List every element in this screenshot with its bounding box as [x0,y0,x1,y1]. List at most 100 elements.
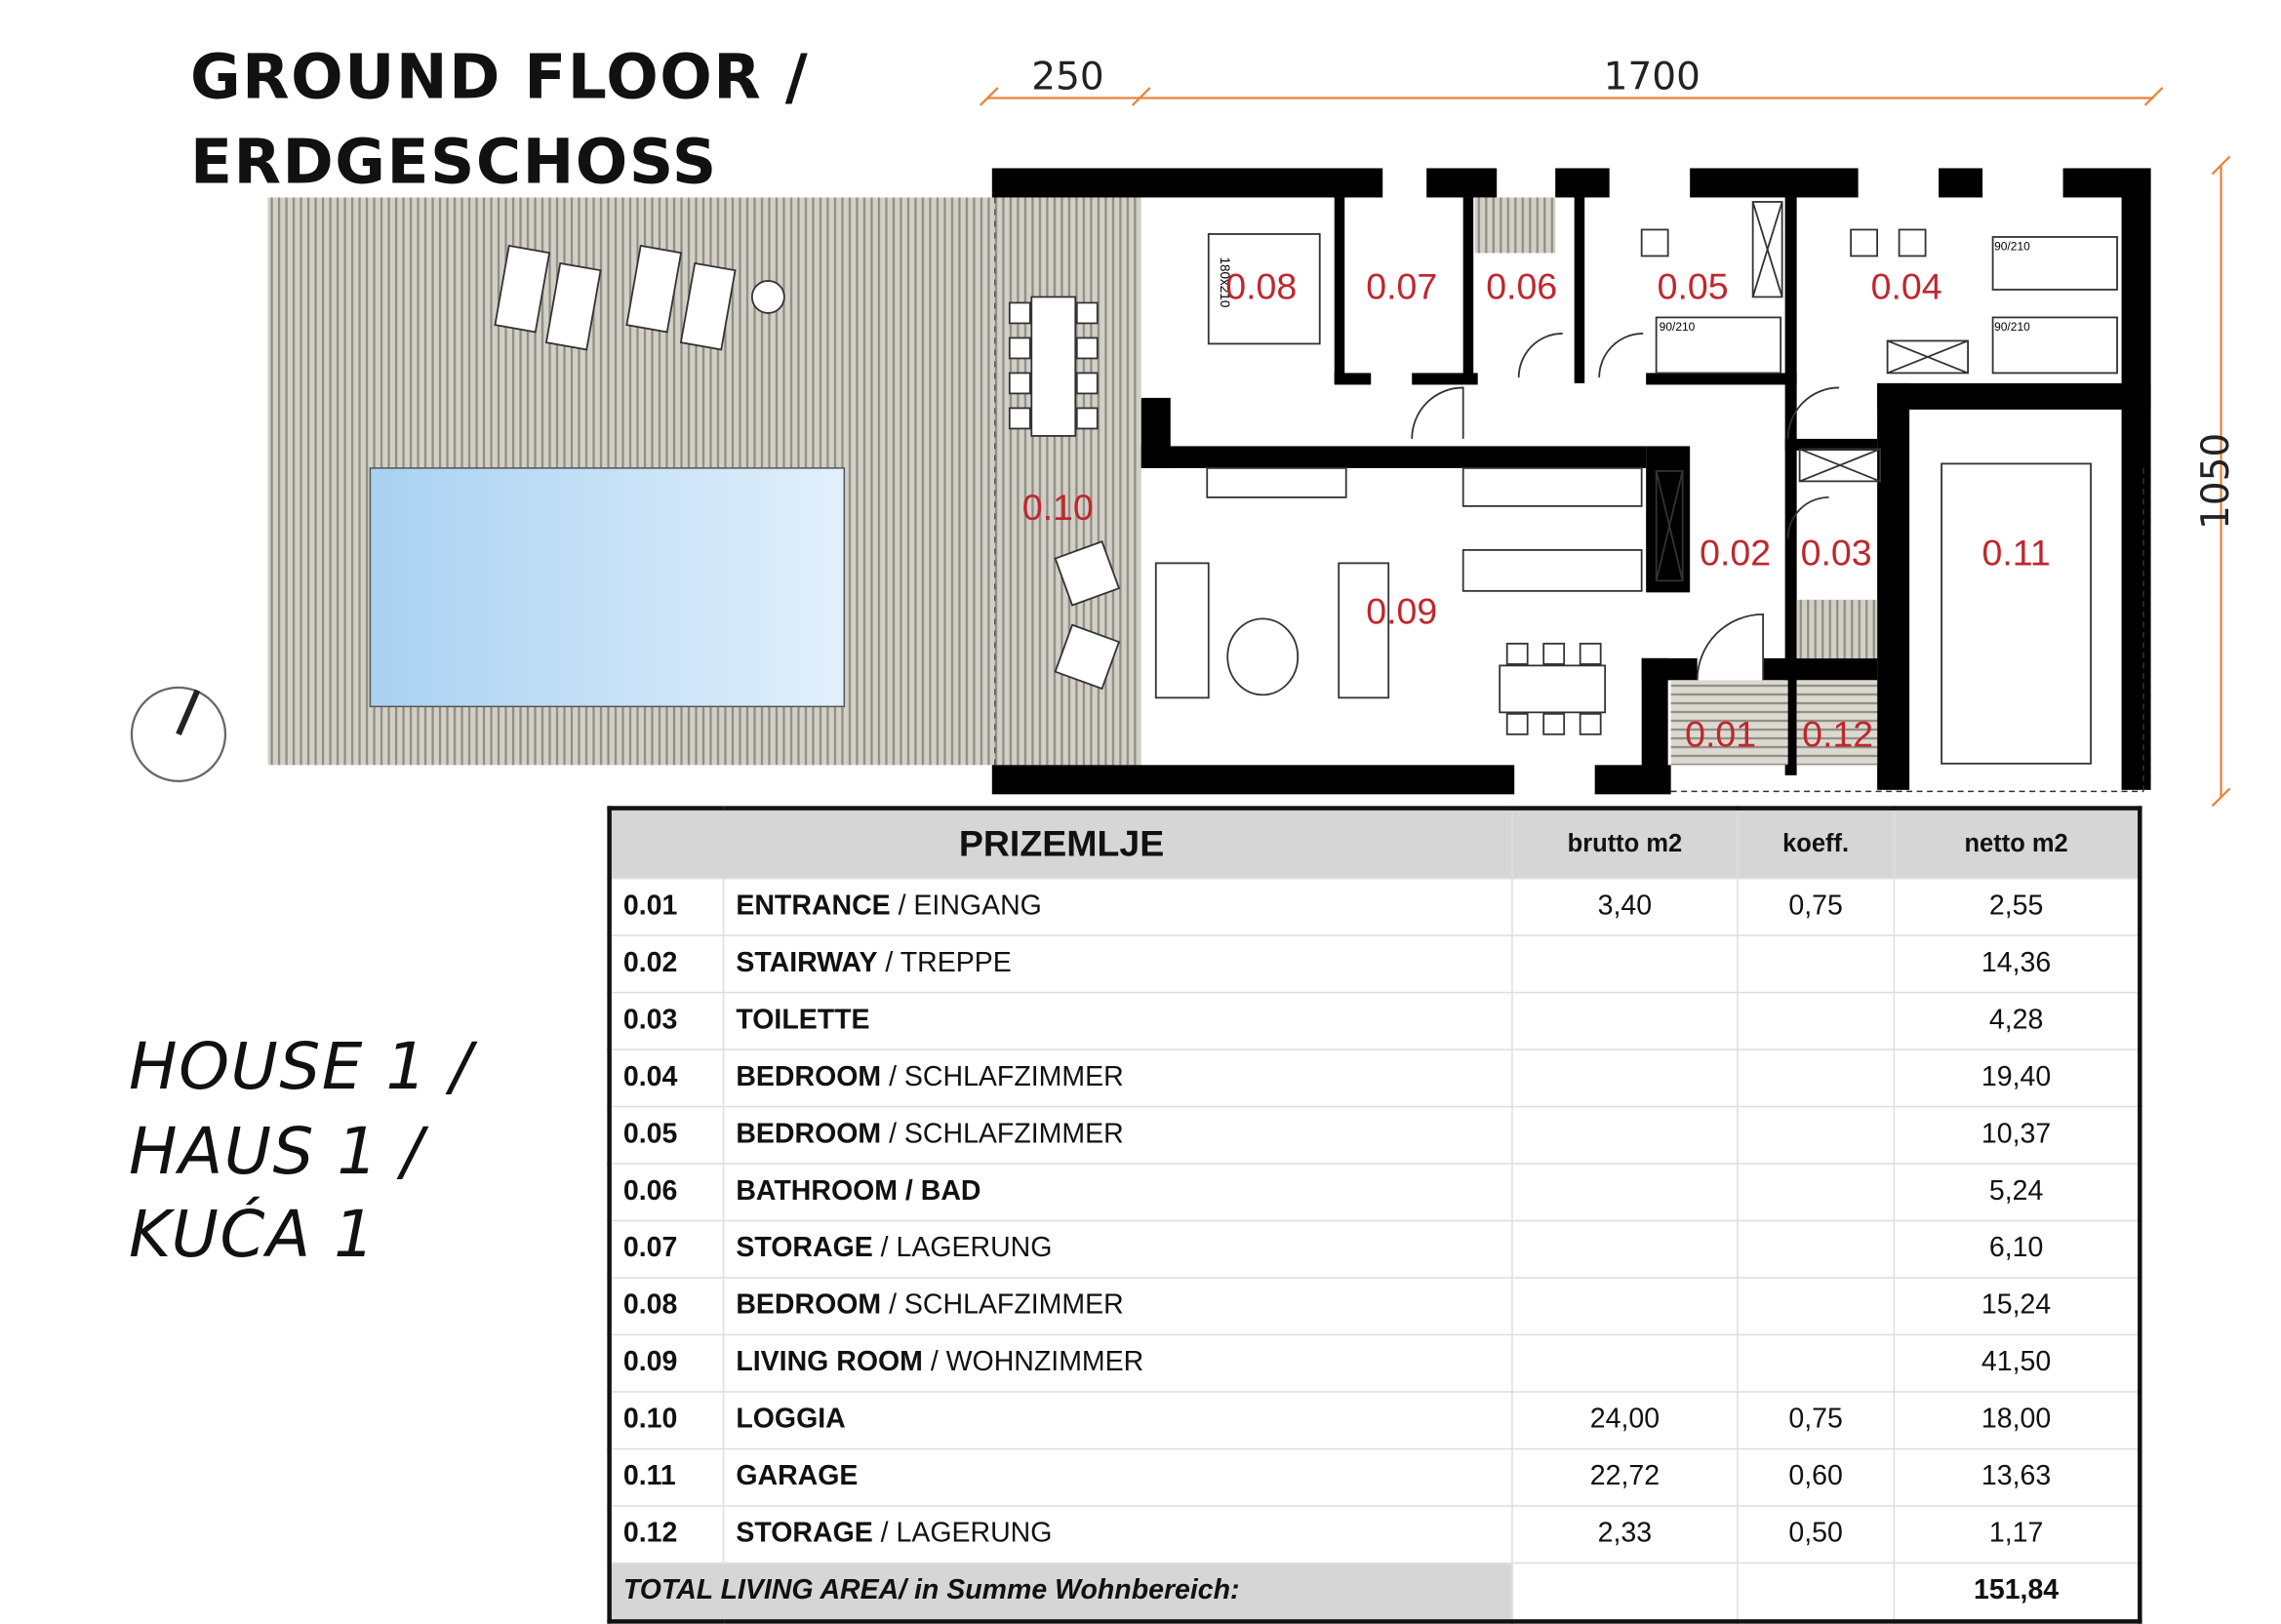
koeff-value: 0,75 [1737,877,1896,936]
netto-value: 10,37 [1893,1105,2141,1165]
brutto-value: 2,33 [1511,1505,1739,1565]
netto-value: 18,00 [1893,1391,2141,1450]
total-brutto [1511,1562,1739,1623]
koeff-value [1737,1163,1896,1222]
brutto-value [1511,1219,1739,1279]
house-line-1: HOUSE 1 / [128,1029,474,1105]
netto-value: 41,50 [1893,1333,2141,1393]
table-row: 0.03 TOILETTE 4,28 [608,991,2141,1050]
room-name-rest: / SCHLAFZIMMER [881,1289,1124,1322]
koeff-value: 0,75 [1737,1391,1896,1450]
dimension-lines [980,87,2231,808]
room-name: BEDROOM / SCHLAFZIMMER [722,1277,1513,1336]
koeff-value [1737,1277,1896,1336]
room-id: 0.02 [608,934,725,994]
header-netto: netto m2 [1893,807,2141,880]
room-id: 0.12 [608,1505,725,1565]
room-name: GARAGE [722,1447,1513,1507]
room-name-bold: STORAGE [736,1233,873,1264]
room-name: ENTRANCE / EINGANG [722,877,1513,936]
room-name-bold: BEDROOM [736,1119,882,1150]
room-name-bold: ENTRANCE [736,891,891,922]
bed-size-label: 90/210 [1994,239,2030,254]
table-header-row: PRIZEMLJE brutto m2 koeff. netto m2 [608,807,2141,880]
room-id: 0.08 [608,1277,725,1336]
brutto-value: 24,00 [1511,1391,1739,1450]
room-label-0-01: 0.01 [1685,714,1757,756]
netto-value: 19,40 [1893,1049,2141,1108]
netto-value: 13,63 [1893,1447,2141,1507]
room-name-rest: / LAGERUNG [872,1518,1053,1550]
netto-value: 14,36 [1893,934,2141,994]
dimension-label-1700: 1700 [1603,55,1701,99]
brutto-value [1511,991,1739,1050]
netto-value: 15,24 [1893,1277,2141,1336]
total-row: TOTAL LIVING AREA/ in Summe Wohnbereich:… [608,1562,2141,1623]
room-name: BEDROOM / SCHLAFZIMMER [722,1105,1513,1165]
bed-size-label: 90/210 [1659,320,1696,334]
room-label-0-06: 0.06 [1486,266,1558,308]
koeff-value [1737,1105,1896,1165]
dimension-label-1050: 1050 [2194,432,2239,531]
total-label: TOTAL LIVING AREA/ in Summe Wohnbereich: [608,1562,1513,1623]
room-name-bold: STORAGE [736,1518,873,1550]
brutto-value: 22,72 [1511,1447,1739,1507]
total-koeff [1737,1562,1896,1623]
room-label-0-04: 0.04 [1870,266,1942,308]
room-id: 0.11 [608,1447,725,1507]
room-name-rest: / EINGANG [890,891,1042,922]
room-name-bold: BATHROOM / BAD [736,1175,981,1208]
table-title: PRIZEMLJE [608,807,1513,880]
brutto-value [1511,934,1739,994]
room-name-bold: BEDROOM [736,1289,882,1322]
room-name-bold: GARAGE [736,1461,859,1492]
room-name: LIVING ROOM / WOHNZIMMER [722,1333,1513,1393]
room-id: 0.09 [608,1333,725,1393]
area-table: PRIZEMLJE brutto m2 koeff. netto m2 0.01… [607,806,2142,1624]
dimension-label-250: 250 [1031,55,1104,99]
koeff-value [1737,991,1896,1050]
brutto-value [1511,1333,1739,1393]
table-row: 0.02 STAIRWAY / TREPPE 14,36 [608,934,2141,994]
room-id: 0.03 [608,991,725,1050]
room-label-0-07: 0.07 [1366,266,1438,308]
koeff-value: 0,50 [1737,1505,1896,1565]
north-arrow-icon [130,686,227,782]
total-netto: 151,84 [1893,1562,2141,1623]
room-name-rest: / LAGERUNG [872,1233,1053,1264]
room-id: 0.01 [608,877,725,936]
room-name-rest: / WOHNZIMMER [922,1347,1144,1378]
brutto-value [1511,1163,1739,1222]
netto-value: 4,28 [1893,991,2141,1050]
room-label-0-02: 0.02 [1700,533,1772,574]
koeff-value [1737,1333,1896,1393]
room-name: BEDROOM / SCHLAFZIMMER [722,1049,1513,1108]
brutto-value: 3,40 [1511,877,1739,936]
koeff-value [1737,934,1896,994]
netto-value: 1,17 [1893,1505,2141,1565]
title-line-1: GROUND FLOOR / [189,40,810,113]
room-name: STORAGE / LAGERUNG [722,1505,1513,1565]
house-line-3: KUĆA 1 [128,1198,377,1273]
room-name-rest: / TREPPE [877,947,1012,979]
koeff-value [1737,1049,1896,1108]
room-name-bold: LOGGIA [736,1404,846,1436]
room-label-0-09: 0.09 [1366,591,1438,633]
netto-value: 2,55 [1893,877,2141,936]
room-id: 0.07 [608,1219,725,1279]
room-name-bold: STAIRWAY [736,947,878,979]
room-id: 0.04 [608,1049,725,1108]
room-label-0-05: 0.05 [1657,266,1729,308]
house-line-2: HAUS 1 / [128,1114,425,1190]
room-label-0-03: 0.03 [1800,533,1872,574]
room-name-bold: TOILETTE [736,1005,870,1036]
brutto-value [1511,1277,1739,1336]
room-label-0-10: 0.10 [1021,488,1094,530]
